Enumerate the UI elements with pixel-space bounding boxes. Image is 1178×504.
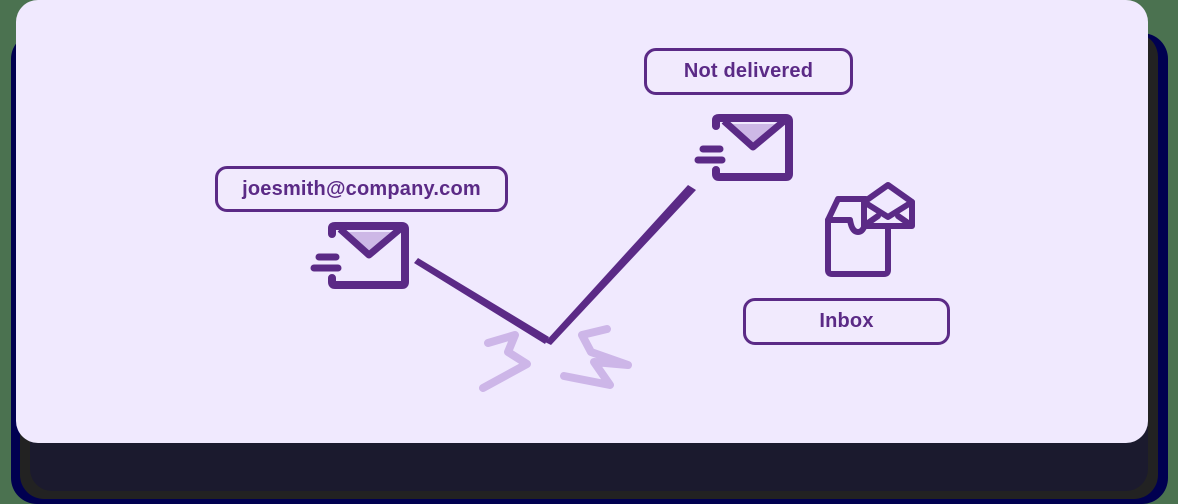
sender-address-label: joesmith@company.com bbox=[215, 166, 508, 212]
inbox-tray-with-open-envelope-icon bbox=[825, 182, 915, 277]
bounce-path bbox=[414, 185, 696, 345]
not-delivered-label: Not delivered bbox=[644, 48, 853, 95]
diagram-card bbox=[16, 0, 1148, 443]
sending-envelope-icon bbox=[310, 222, 409, 289]
sending-envelope-icon bbox=[694, 114, 793, 181]
zigzag-spark-icon bbox=[479, 325, 632, 392]
inbox-label: Inbox bbox=[743, 298, 950, 345]
